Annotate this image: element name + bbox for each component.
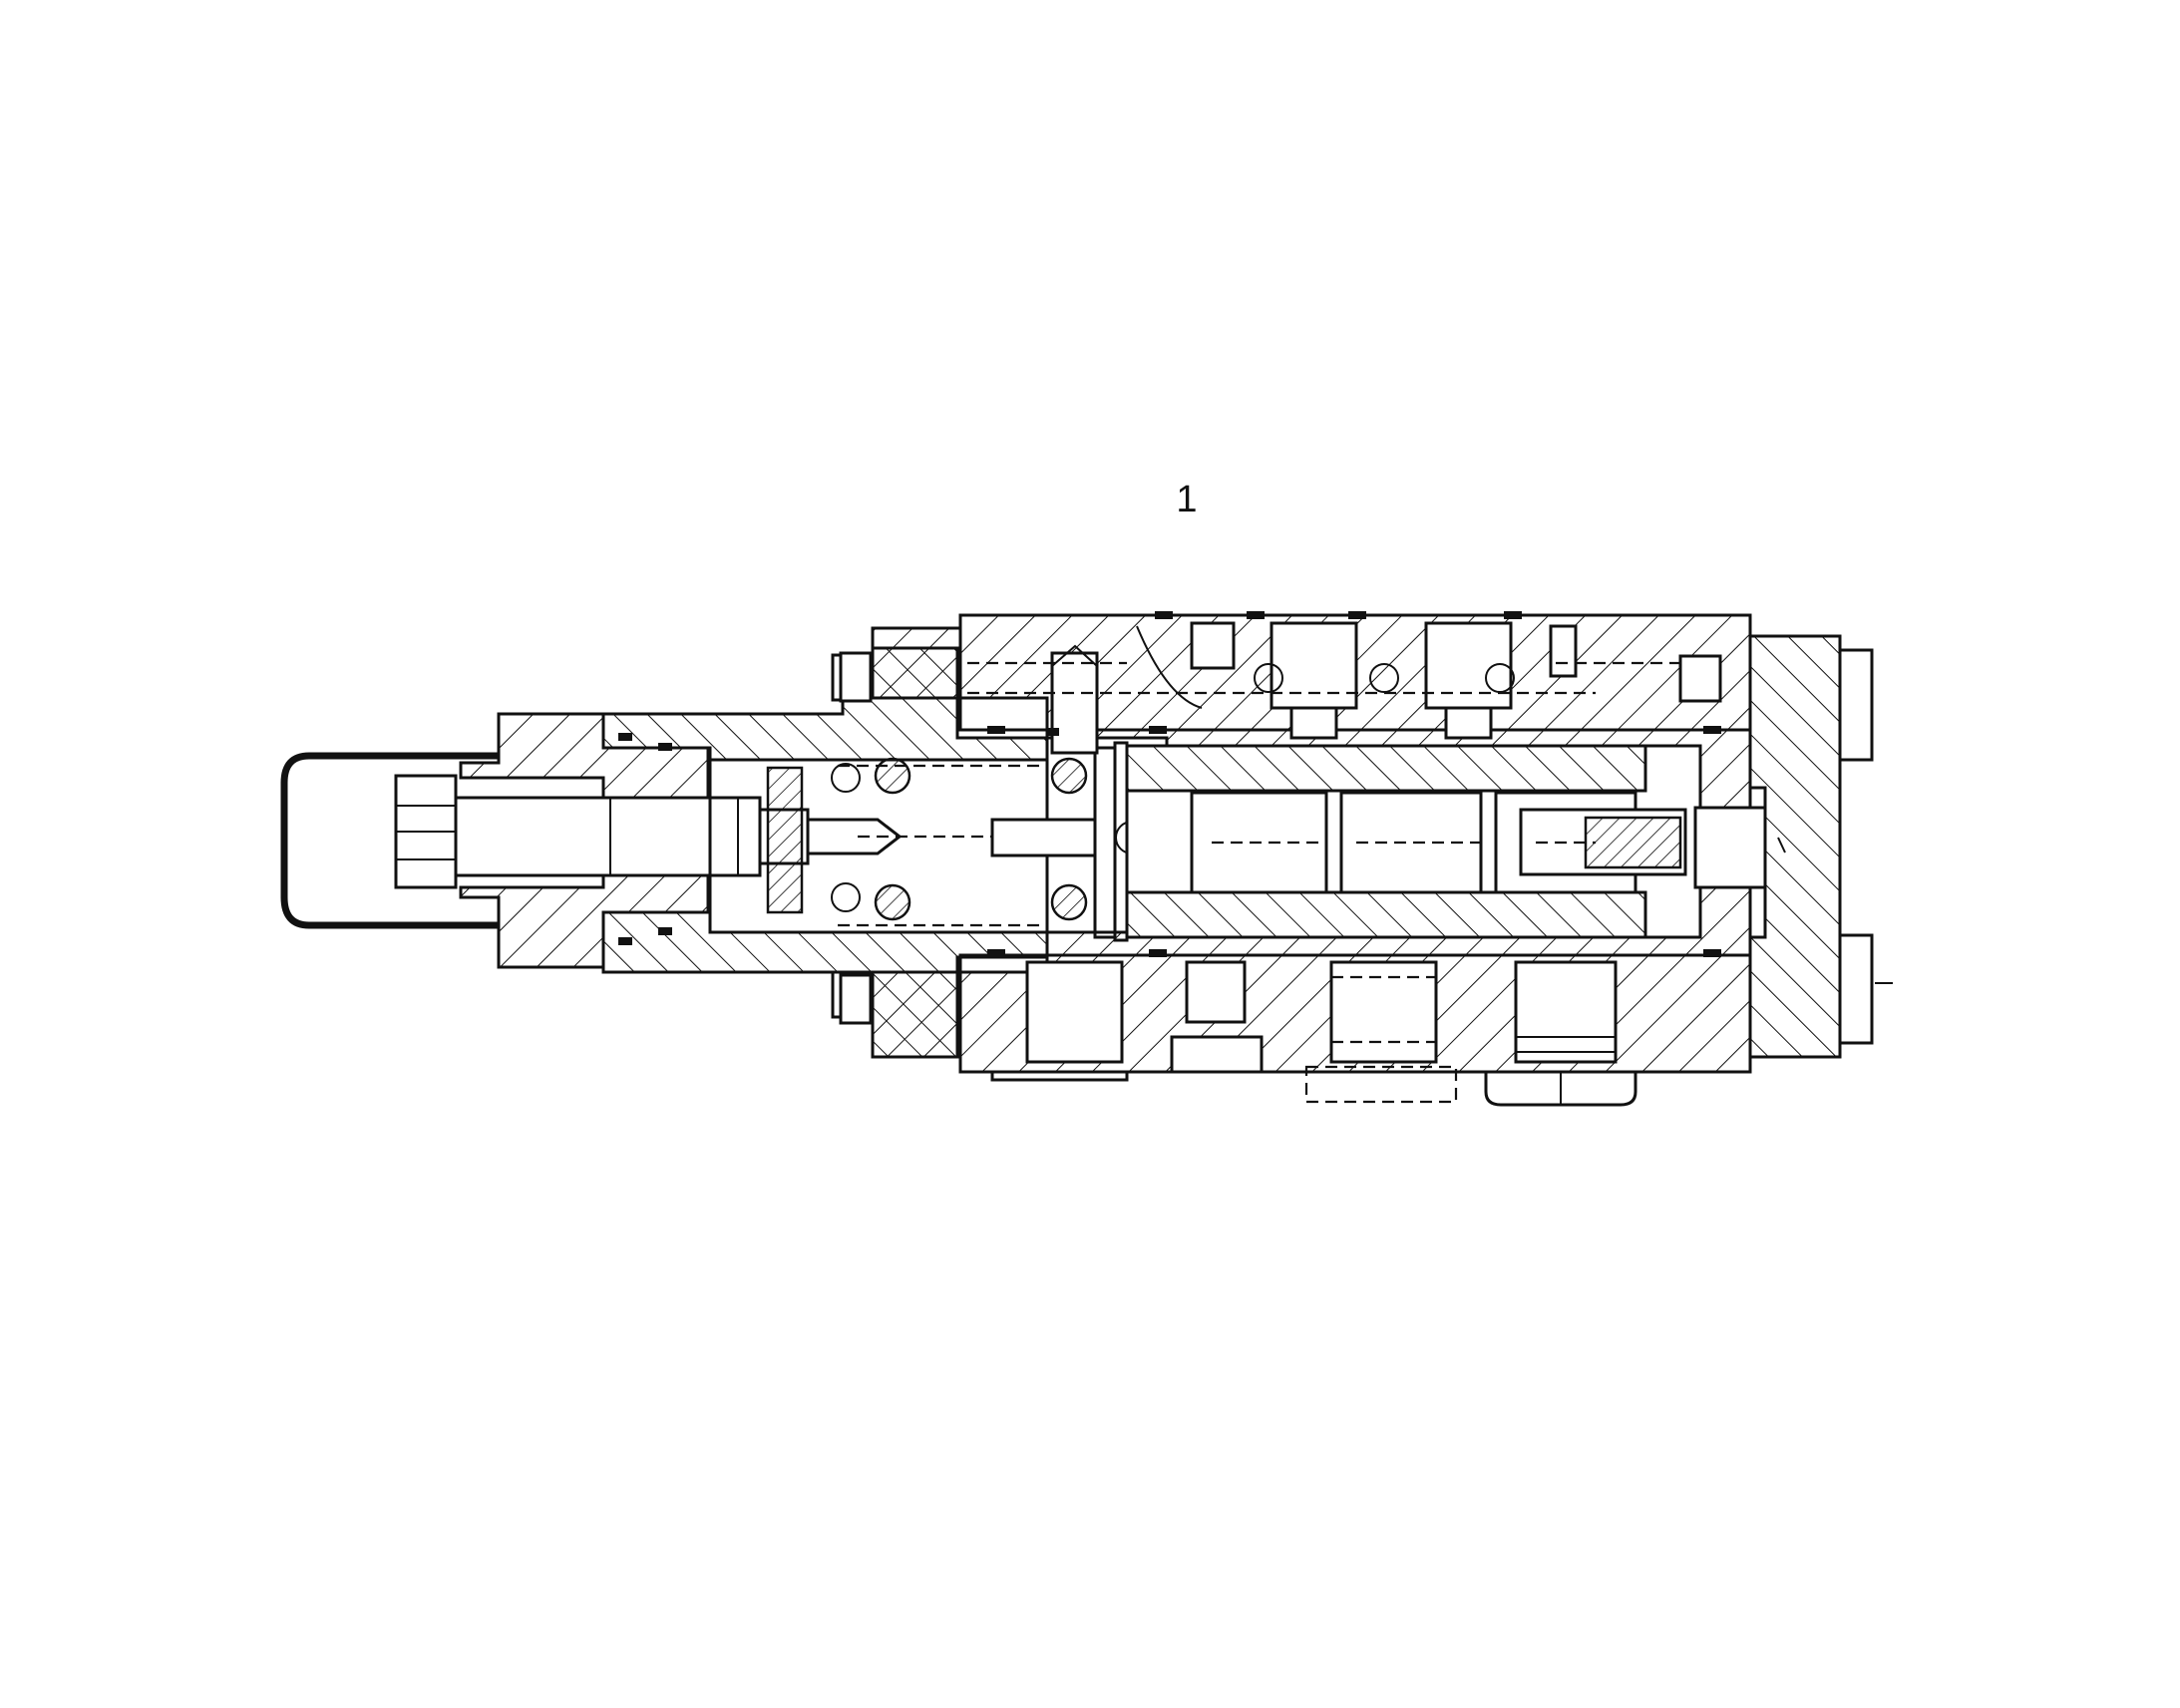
pilot-pin: [806, 818, 1099, 857]
centerline-marks: [1777, 837, 1893, 984]
adjusting-screw: [454, 796, 810, 877]
hex-nut: [394, 774, 458, 889]
o-ring-seals: [618, 611, 1721, 957]
spring-coils: [831, 757, 1088, 921]
lower-ports: [1025, 960, 1618, 1074]
spool-end-plug: [1519, 806, 1767, 889]
cap-loop: [280, 752, 499, 929]
spring-plate: [766, 766, 804, 914]
flange-bolts: [839, 651, 873, 1025]
end-cap: [1748, 634, 1874, 1059]
bottom-mounts: [990, 1065, 1637, 1107]
figure-label: 1: [1176, 479, 1198, 520]
upper-ports: [967, 621, 1722, 755]
